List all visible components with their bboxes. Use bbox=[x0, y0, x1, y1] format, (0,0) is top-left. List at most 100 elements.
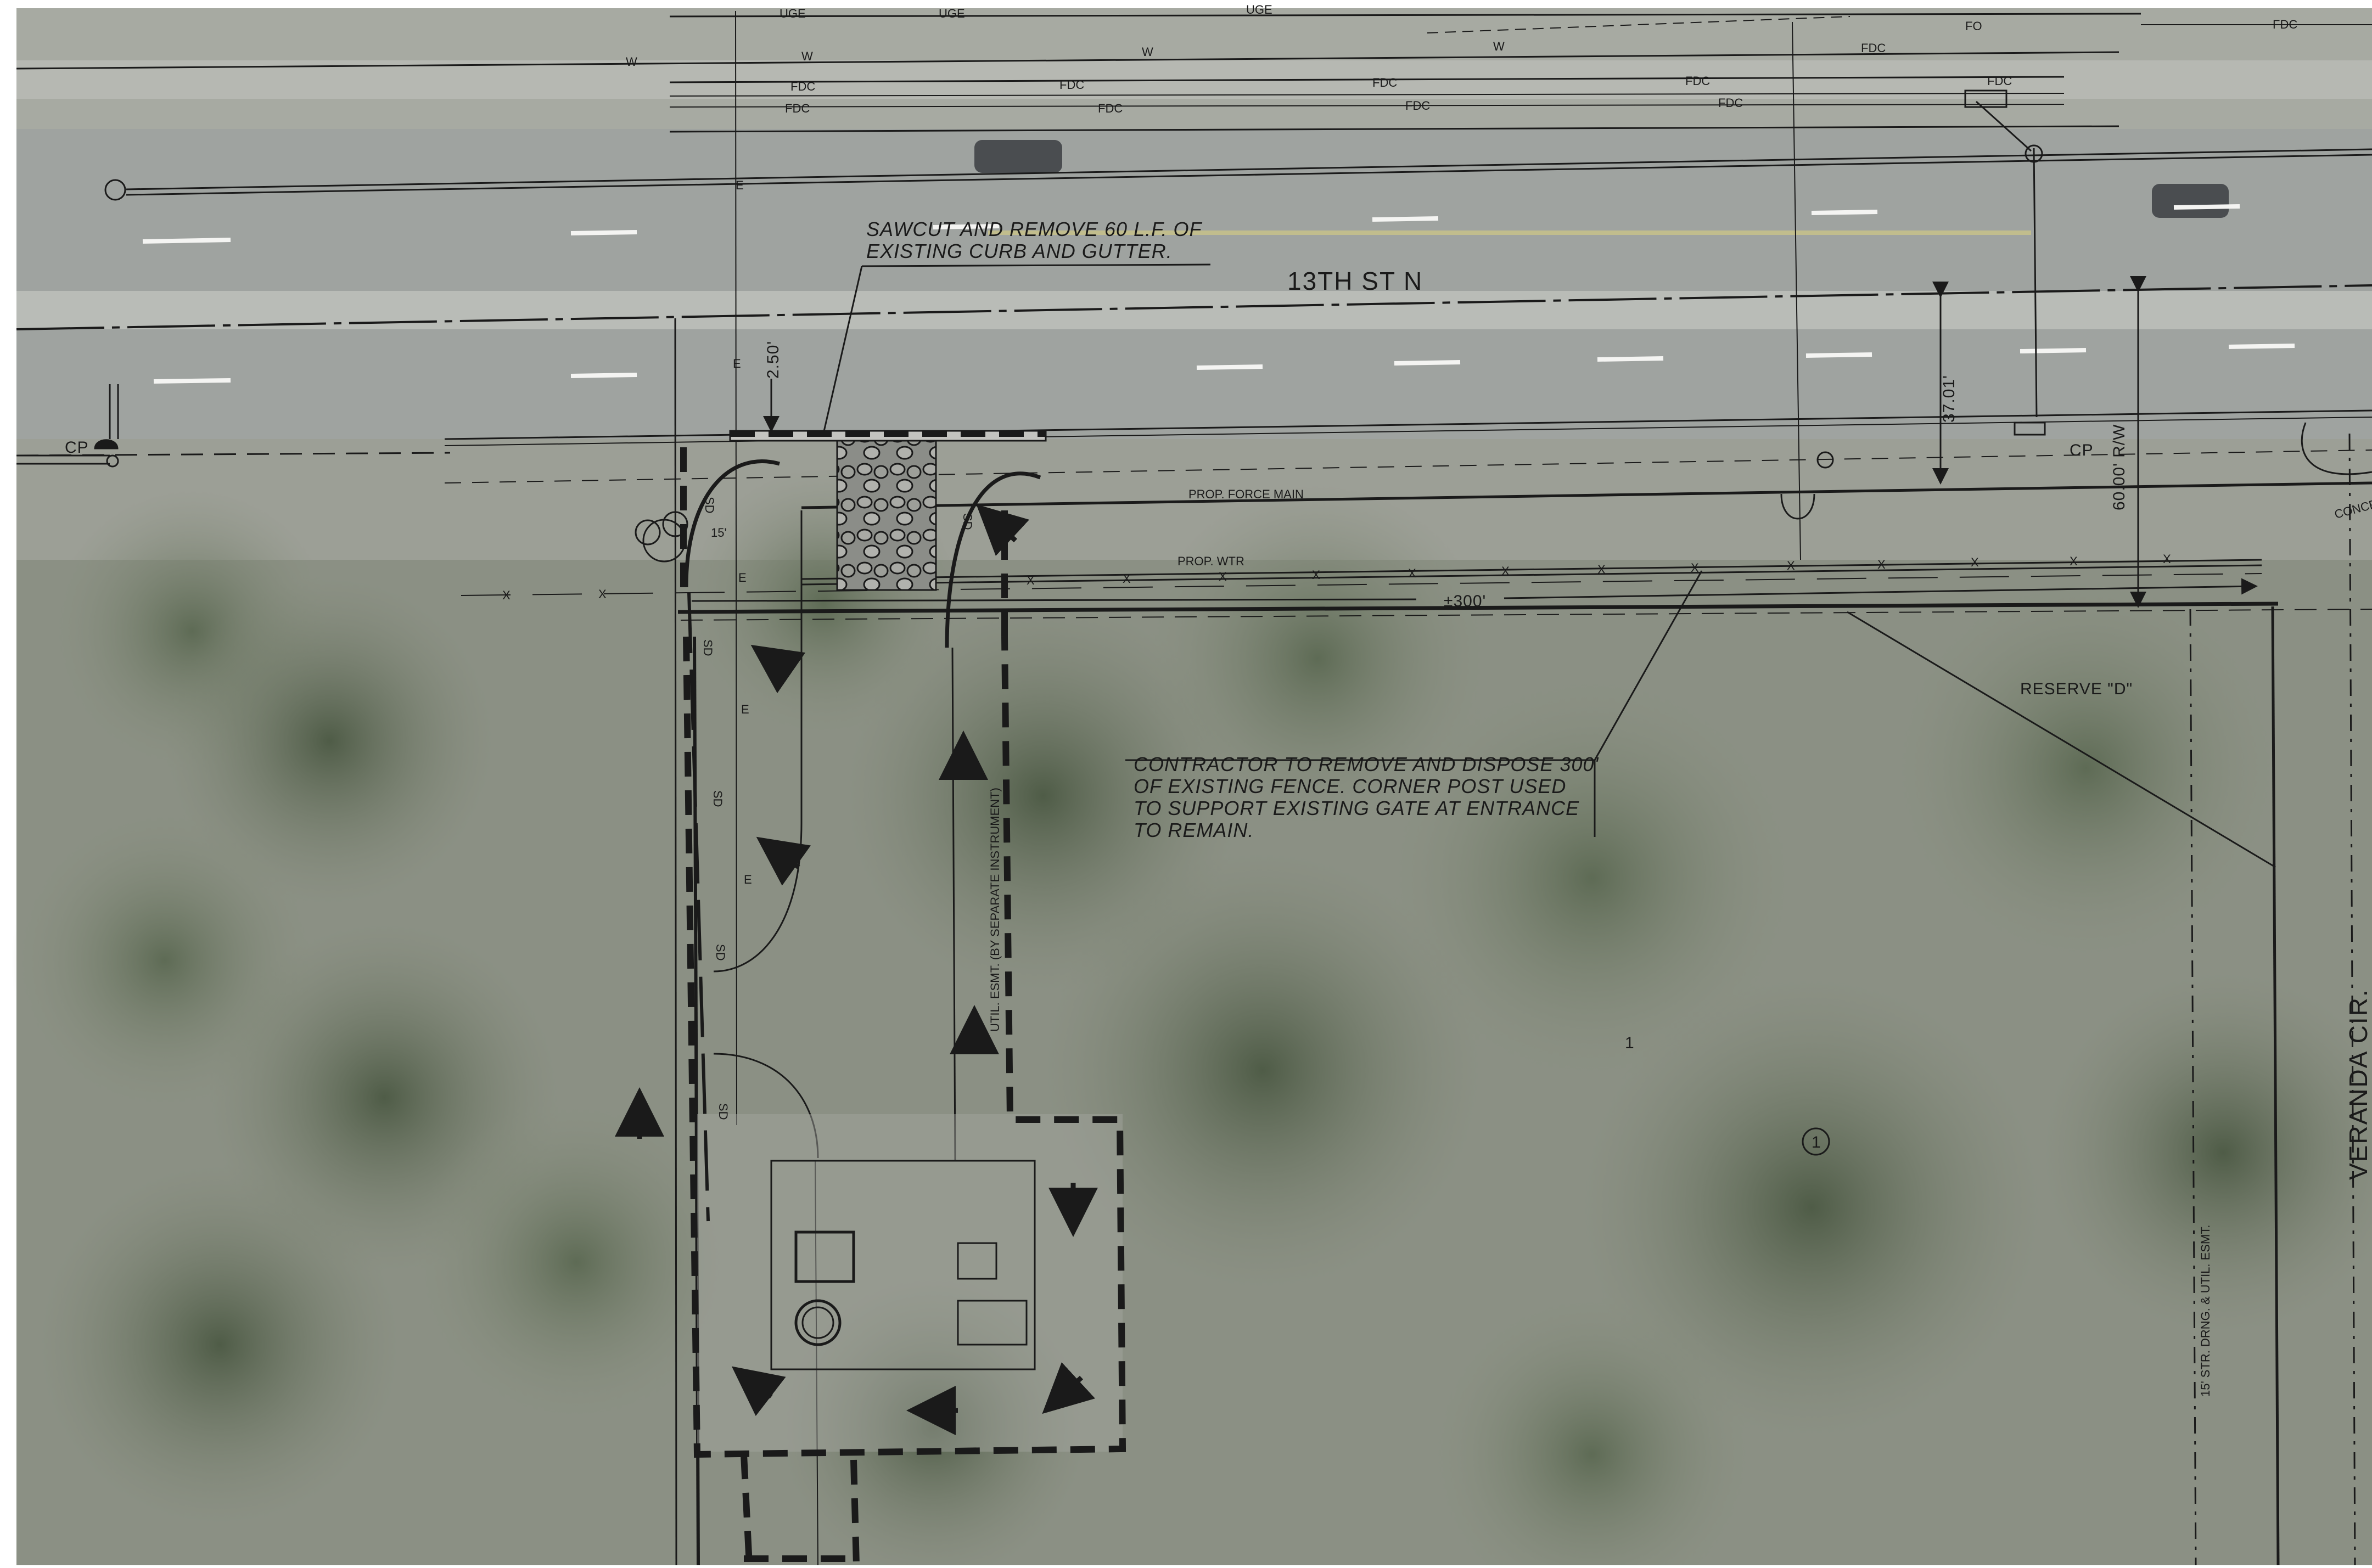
svg-text:SD: SD bbox=[716, 1103, 730, 1120]
wet-well-hatch bbox=[794, 1230, 855, 1283]
svg-text:FDC: FDC bbox=[1405, 99, 1430, 113]
drive-edge-lower bbox=[713, 1053, 819, 1159]
flow-arrow bbox=[731, 1366, 786, 1417]
fence-note-line1: CONTRACTOR TO REMOVE AND DISPOSE 300' bbox=[1134, 753, 1599, 775]
riprap-area bbox=[836, 438, 937, 591]
dim-37-01: 37.01' bbox=[1940, 375, 1958, 423]
svg-text:FO: FO bbox=[1965, 19, 1982, 33]
centerline-yellow bbox=[988, 231, 2031, 235]
dim-60-rw: 60.00' R/W bbox=[2110, 424, 2128, 510]
reserve-label: RESERVE "D" bbox=[2020, 680, 2133, 698]
svg-text:SD: SD bbox=[703, 497, 716, 514]
cp-east-label: CP bbox=[2070, 441, 2094, 459]
flow-arrow bbox=[750, 644, 806, 694]
svg-text:SD: SD bbox=[961, 513, 974, 530]
svg-text:UGE: UGE bbox=[780, 7, 806, 20]
svg-text:X: X bbox=[1123, 572, 1131, 586]
svg-text:FDC: FDC bbox=[1861, 41, 1886, 55]
cross-street-label: VERANDA CIR. bbox=[2344, 988, 2372, 1180]
fence-note-line4: TO REMAIN. bbox=[1134, 819, 1254, 841]
electric-line bbox=[735, 10, 737, 1126]
svg-text:X: X bbox=[1971, 555, 1979, 569]
svg-text:FDC: FDC bbox=[1987, 74, 2012, 88]
wet-well bbox=[794, 1299, 842, 1346]
storm-drain bbox=[687, 592, 710, 1222]
storm-drain-tags: SD SD SD SD SD SD bbox=[701, 497, 974, 1120]
equipment-pad bbox=[770, 1160, 1036, 1370]
radius-15: 15' bbox=[711, 526, 727, 539]
sawcut-note-line2: EXISTING CURB AND GUTTER. bbox=[866, 240, 1173, 262]
svg-text:FDC: FDC bbox=[790, 80, 815, 93]
utility-tags-north: UGE UGE UGE FDC FDC FDC FDC FDC FDC FDC … bbox=[626, 3, 2297, 115]
lot-circle bbox=[1802, 1127, 1830, 1156]
fence-note-line3: TO SUPPORT EXISTING GATE AT ENTRANCE bbox=[1134, 797, 1579, 819]
svg-text:UGE: UGE bbox=[939, 7, 965, 20]
svg-text:SD: SD bbox=[714, 944, 727, 961]
svg-text:X: X bbox=[1219, 570, 1227, 583]
lot-circle-number: 1 bbox=[1812, 1133, 1821, 1151]
flow-arrows bbox=[615, 504, 1098, 1435]
svg-text:X: X bbox=[1877, 558, 1886, 571]
dim-300: ±300' bbox=[1444, 592, 1486, 610]
cp-west-label: CP bbox=[65, 439, 89, 457]
west-control-point bbox=[16, 384, 119, 468]
lot-number: 1 bbox=[1625, 1034, 1635, 1052]
svg-text:E: E bbox=[744, 873, 752, 886]
svg-text:X: X bbox=[2163, 552, 2171, 566]
guard-rail bbox=[104, 148, 2372, 201]
svg-text:W: W bbox=[801, 49, 813, 63]
existing-tree-symbol bbox=[635, 511, 688, 563]
svg-text:X: X bbox=[598, 587, 607, 601]
wet-well-inner bbox=[801, 1306, 834, 1339]
sawcut-note-line1: SAWCUT AND REMOVE 60 L.F. OF bbox=[866, 218, 1202, 240]
drive-centerline bbox=[815, 1160, 818, 1566]
force-main-label: PROP. FORCE MAIN bbox=[1188, 487, 1304, 501]
svg-text:FDC: FDC bbox=[1372, 76, 1397, 89]
svg-text:FDC: FDC bbox=[1098, 102, 1123, 115]
note-leaders bbox=[822, 263, 1703, 837]
svg-text:FDC: FDC bbox=[2273, 18, 2297, 31]
svg-text:UGE: UGE bbox=[1246, 3, 1272, 16]
svg-text:E: E bbox=[733, 357, 741, 370]
vehicle bbox=[974, 140, 1062, 173]
svg-text:FDC: FDC bbox=[785, 102, 810, 115]
svg-text:X: X bbox=[1597, 563, 1606, 576]
dim-2-50: 2.50' bbox=[764, 341, 782, 379]
svg-text:X: X bbox=[1691, 561, 1699, 575]
road-surface bbox=[16, 129, 2372, 442]
svg-text:X: X bbox=[1027, 574, 1035, 587]
svg-text:E: E bbox=[741, 702, 749, 716]
curb-return-west bbox=[684, 459, 780, 588]
dimension-lines bbox=[691, 276, 2258, 608]
svg-text:SD: SD bbox=[711, 790, 725, 807]
svg-text:X: X bbox=[1501, 564, 1510, 578]
fence-note-line2: OF EXISTING FENCE. CORNER POST USED bbox=[1134, 775, 1566, 797]
svg-text:X: X bbox=[1787, 559, 1795, 572]
svg-text:FDC: FDC bbox=[1059, 78, 1084, 92]
utility-lines-north bbox=[16, 13, 2372, 133]
svg-text:X: X bbox=[1408, 566, 1416, 580]
east-curb-corner bbox=[2301, 422, 2372, 475]
lane-stripes bbox=[142, 204, 2295, 384]
fence-x-marks: X X X X X X X X X X X X X X X bbox=[502, 552, 2171, 602]
svg-text:W: W bbox=[1142, 45, 1153, 59]
flow-arrow bbox=[976, 504, 1030, 557]
svg-text:X: X bbox=[1312, 568, 1320, 582]
proposed-utilities bbox=[461, 481, 2372, 596]
limits-of-work bbox=[680, 430, 1126, 1566]
svg-text:X: X bbox=[2070, 554, 2078, 568]
electric-tags: E E E E E bbox=[733, 178, 752, 886]
flow-arrow bbox=[1042, 1362, 1096, 1414]
svg-text:W: W bbox=[626, 55, 637, 69]
svg-text:X: X bbox=[502, 588, 511, 602]
svg-text:E: E bbox=[738, 571, 747, 585]
vehicle bbox=[2152, 184, 2229, 218]
svg-text:SD: SD bbox=[701, 639, 715, 656]
street-label: 13TH ST N bbox=[1287, 267, 1423, 295]
util-esmt-label: UTIL. ESMT. (BY SEPARATE INSTRUMENT) bbox=[988, 788, 1002, 1032]
drainage-esmt-label: 15' STR. DRNG. & UTIL. ESMT. bbox=[2199, 1225, 2212, 1397]
generator-pad bbox=[957, 1300, 1028, 1346]
control-panel bbox=[957, 1242, 997, 1280]
flow-arrow bbox=[756, 836, 811, 886]
